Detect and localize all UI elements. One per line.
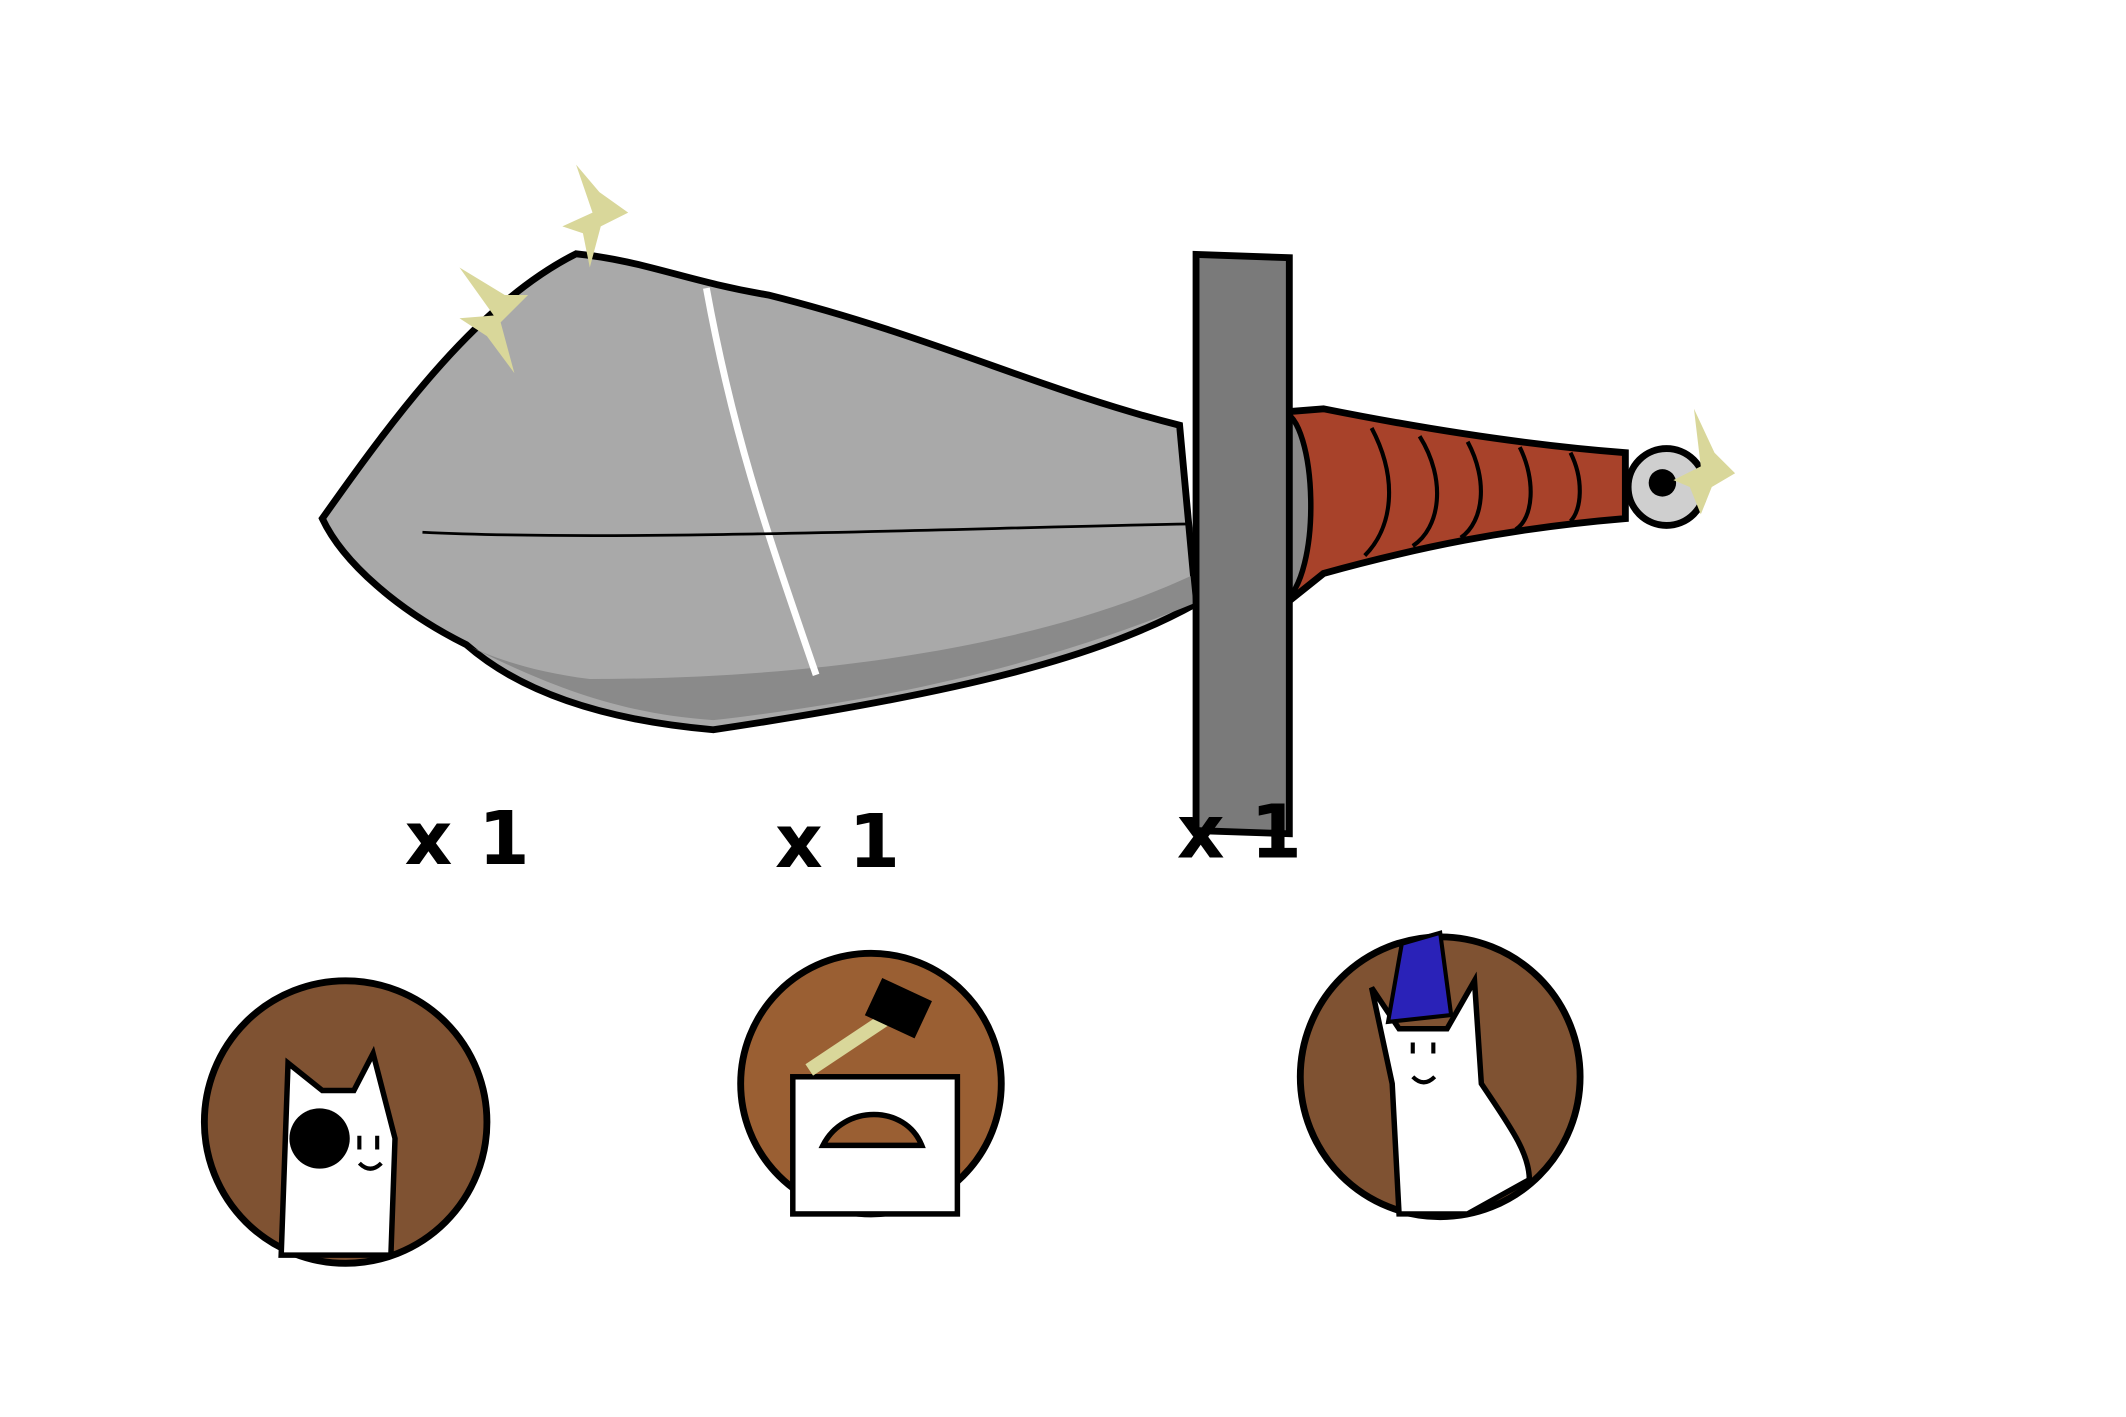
sparkle-icon <box>459 164 1736 515</box>
quantity-label-middle: x 1 <box>775 799 900 885</box>
sword-guard <box>1192 250 1293 838</box>
quantity-label-blade: x 1 <box>405 796 530 882</box>
anvil-hammer-icon <box>737 949 1005 1218</box>
quantity-label-guard: x 1 <box>1177 789 1302 875</box>
sword-grip <box>1279 405 1629 609</box>
wizard-cat-icon <box>1296 930 1584 1221</box>
pirate-cat-icon <box>200 977 491 1267</box>
sword-blade <box>318 250 1200 734</box>
